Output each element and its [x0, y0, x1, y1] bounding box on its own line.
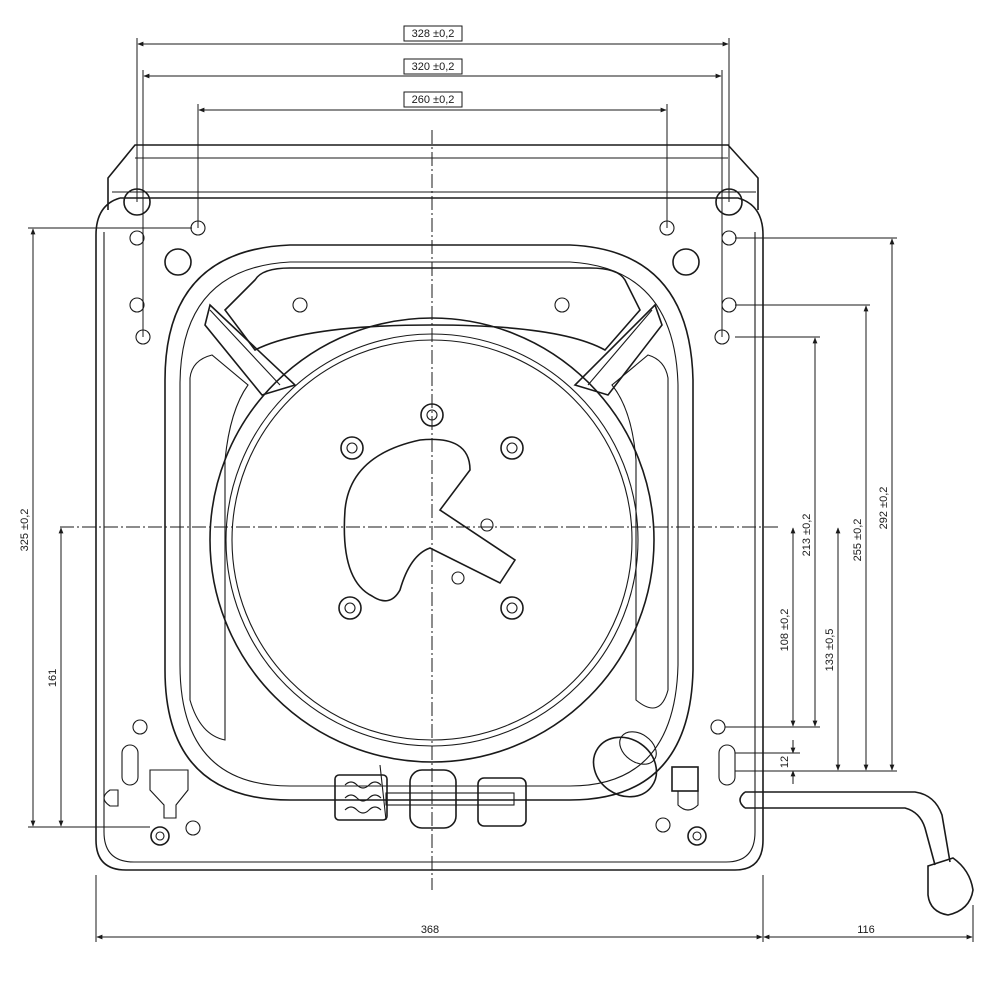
dim-108: 108 ±0,2	[779, 609, 791, 652]
top-bridge	[189, 267, 669, 741]
dim-255: 255 ±0,2	[852, 519, 864, 562]
dim-325: 325 ±0,2	[19, 509, 31, 552]
dim-328: 328 ±0,2	[412, 28, 455, 40]
swivel-bolt-holes	[338, 403, 524, 620]
latch-mechanism	[334, 731, 699, 829]
dim-260: 260 ±0,2	[412, 94, 455, 106]
dim-292: 292 ±0,2	[878, 487, 890, 530]
release-handle	[739, 791, 974, 916]
swivel-ring	[164, 244, 694, 801]
dim-368: 368	[421, 924, 439, 936]
dim-320: 320 ±0,2	[412, 61, 455, 73]
center-cutout	[343, 438, 517, 602]
dim-213: 213 ±0,2	[801, 514, 813, 557]
base-plate	[95, 144, 764, 871]
dim-133: 133 ±0,5	[824, 629, 836, 672]
dim-161: 161	[47, 669, 59, 687]
center-lines	[60, 130, 780, 890]
dim-12: 12	[779, 756, 791, 768]
dimension-lines	[28, 38, 974, 942]
dimension-labels: 328 ±0,2 320 ±0,2 260 ±0,2 325 ±0,2 161 …	[19, 25, 890, 936]
dim-116: 116	[857, 924, 875, 936]
